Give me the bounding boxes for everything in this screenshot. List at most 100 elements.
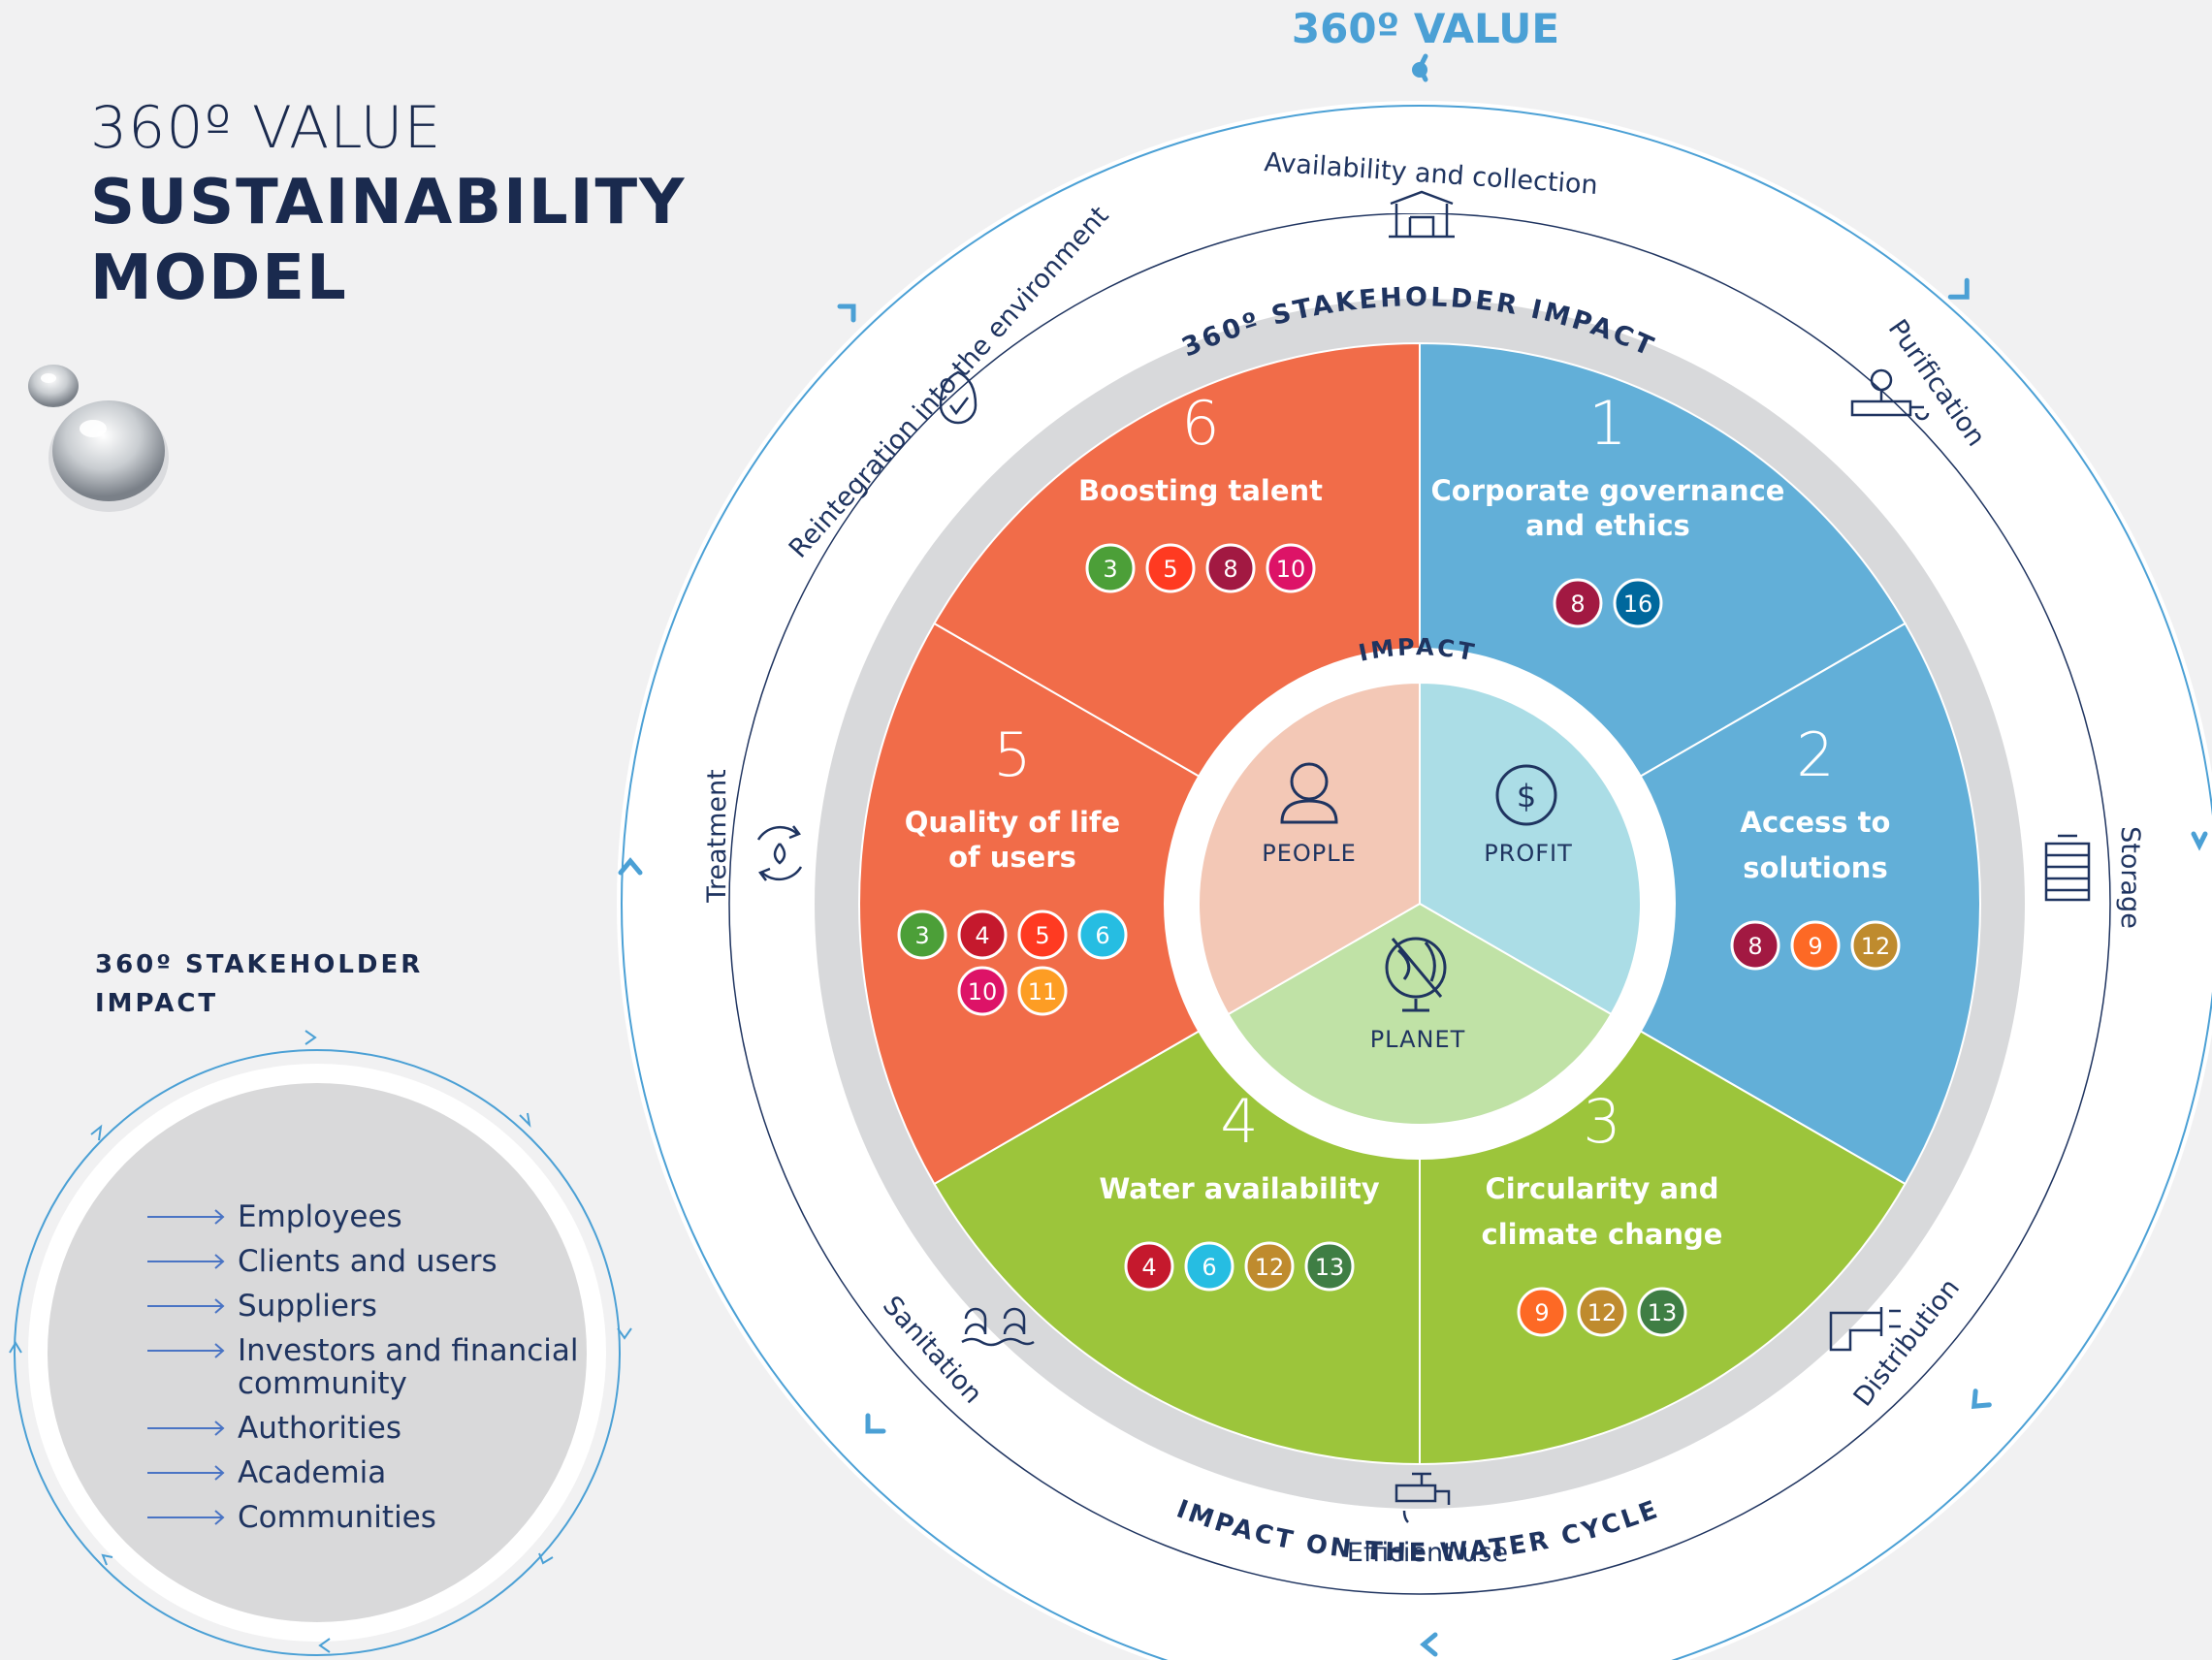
heading-line-2: SUSTAINABILITY xyxy=(90,167,687,239)
tap-icon xyxy=(1395,1472,1451,1523)
sdg-number: 8 xyxy=(1223,556,1237,583)
segment-title-3: Circularity and xyxy=(1486,1172,1719,1205)
core-planet xyxy=(1227,902,1613,1126)
stakeholder-item: Clients and users xyxy=(147,1245,584,1278)
sdg-badge-10 xyxy=(1266,543,1316,593)
arrow-right-icon xyxy=(147,1510,225,1525)
stage-label-4: Efficient use xyxy=(1347,1538,1508,1568)
sdg-badge-13 xyxy=(1637,1287,1687,1337)
sdg-number: 8 xyxy=(1570,591,1585,618)
segment-title-6: Boosting talent xyxy=(1078,474,1323,507)
sdg-badge-8 xyxy=(1205,543,1256,593)
sdg-number: 12 xyxy=(1587,1299,1618,1326)
sdg-badge-4 xyxy=(957,910,1008,960)
well-icon xyxy=(1389,190,1455,239)
sdg-badge-5 xyxy=(1145,543,1196,593)
sdg-number: 9 xyxy=(1808,933,1822,960)
outer-blue-circle xyxy=(621,105,2212,1660)
sdg-badge-11 xyxy=(1017,966,1068,1016)
top-dot xyxy=(1412,62,1427,78)
sdg-number: 6 xyxy=(1202,1254,1216,1281)
segment-number-5: 5 xyxy=(993,719,1031,790)
sdg-number: 12 xyxy=(1861,933,1891,960)
segment-title-1: and ethics xyxy=(1525,509,1690,542)
sdg-number: 16 xyxy=(1623,591,1653,618)
stakeholder-item: Investors and financial community xyxy=(147,1334,584,1400)
segment-title-2: Access to xyxy=(1741,806,1891,839)
sdg-badge-3 xyxy=(1085,543,1136,593)
sdg-number: 4 xyxy=(975,922,989,949)
recycle-water-icon xyxy=(756,825,803,881)
person-icon xyxy=(1280,762,1338,824)
segment-title-5: of users xyxy=(948,841,1076,874)
sdg-badge-13 xyxy=(1304,1241,1355,1292)
sdg-number: 3 xyxy=(914,922,929,949)
sdg-number: 9 xyxy=(1534,1299,1549,1326)
segment-2 xyxy=(1418,622,1981,1186)
core-planet-label: PLANET xyxy=(1370,1026,1466,1053)
sdg-number: 13 xyxy=(1315,1254,1345,1281)
core-profit-label: PROFIT xyxy=(1484,840,1573,867)
legend-title-line-1: 360º STAKEHOLDER xyxy=(95,950,424,979)
stage-label-6: Treatment xyxy=(702,769,732,903)
segment-number-2: 2 xyxy=(1796,719,1834,790)
segment-number-1: 1 xyxy=(1588,388,1626,459)
stakeholder-item: Suppliers xyxy=(147,1290,584,1323)
sdg-badge-8 xyxy=(1730,920,1780,971)
arrow-right-icon xyxy=(147,1254,225,1269)
core-circle: PEOPLE PROFIT PLANET $ xyxy=(1198,681,1642,1126)
sdg-badge-6 xyxy=(1077,910,1128,960)
stage-label-2: Storage xyxy=(2115,826,2145,929)
core-people xyxy=(1198,681,1421,1016)
sdg-badge-3 xyxy=(897,910,947,960)
sdg-badge-5 xyxy=(1017,910,1068,960)
arrow-right-icon xyxy=(147,1209,225,1225)
water-tank-icon xyxy=(2044,834,2091,902)
segment-5 xyxy=(858,622,1423,1186)
stakeholder-item: Academia xyxy=(147,1456,584,1489)
sdg-badge-12 xyxy=(1577,1287,1627,1337)
stakeholder-label: Academia xyxy=(238,1455,387,1490)
segment-title-3: climate change xyxy=(1482,1218,1723,1251)
segment-title-5: Quality of life xyxy=(905,806,1120,839)
sdg-number: 3 xyxy=(1103,556,1117,583)
stakeholder-label: Clients and users xyxy=(238,1244,497,1279)
sdg-badge-12 xyxy=(1244,1241,1295,1292)
heading-line-3: MODEL xyxy=(90,242,348,314)
arrow-right-icon xyxy=(147,1343,225,1358)
sdg-number: 10 xyxy=(968,978,998,1006)
svg-text:$: $ xyxy=(1517,778,1536,814)
sdg-badge-4 xyxy=(1124,1241,1174,1292)
check-drop-icon xyxy=(939,370,978,425)
sdg-number: 11 xyxy=(1028,978,1058,1006)
sdg-number: 13 xyxy=(1648,1299,1678,1326)
stakeholder-label: Investors and financial community xyxy=(238,1333,579,1401)
legend-title-line-2: IMPACT xyxy=(95,989,219,1018)
core-people-label: PEOPLE xyxy=(1262,840,1357,867)
stakeholder-label: Communities xyxy=(238,1500,436,1535)
arrow-right-icon xyxy=(147,1298,225,1314)
segment-title-2: solutions xyxy=(1743,851,1887,884)
arrow-right-icon xyxy=(147,1465,225,1481)
top-360-value-label: 360º VALUE xyxy=(1292,5,1559,52)
sdg-badge-16 xyxy=(1613,578,1663,628)
segment-title-1: Corporate governance xyxy=(1431,474,1785,507)
core-profit xyxy=(1419,681,1642,1016)
stakeholder-label: Employees xyxy=(238,1199,402,1234)
sanitation-icon xyxy=(961,1307,1035,1347)
globe-icon xyxy=(1385,937,1447,1012)
sdg-number: 8 xyxy=(1747,933,1762,960)
stakeholder-item: Employees xyxy=(147,1200,584,1233)
cycle-arrows xyxy=(618,53,2208,1657)
segment-number-4: 4 xyxy=(1220,1086,1258,1157)
stakeholder-item: Communities xyxy=(147,1501,584,1534)
sdg-number: 5 xyxy=(1035,922,1049,949)
sdg-badge-8 xyxy=(1553,578,1603,628)
stakeholder-label: Authorities xyxy=(238,1411,401,1446)
sdg-badge-9 xyxy=(1517,1287,1567,1337)
heading-line-1: 360º VALUE xyxy=(90,94,442,162)
segment-title-4: Water availability xyxy=(1099,1172,1379,1205)
